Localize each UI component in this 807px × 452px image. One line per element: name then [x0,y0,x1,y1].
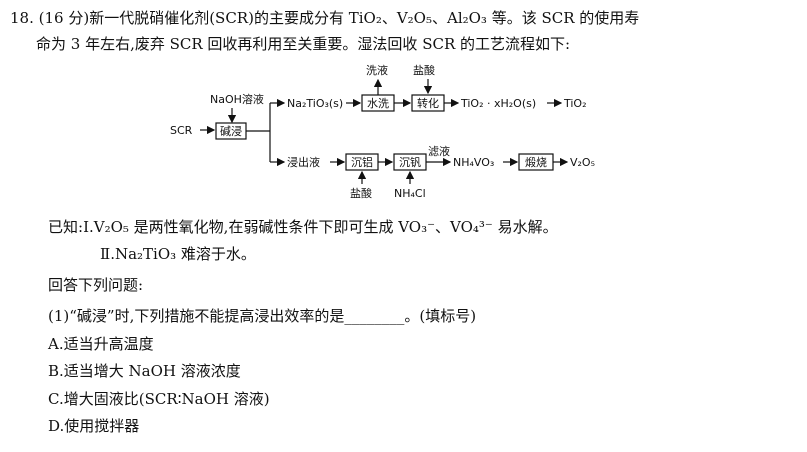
fc-tio2-hydrate: TiO₂ · xH₂O(s) [460,97,536,110]
fc-wash-liquid: 洗液 [366,63,388,77]
question-number: 18. [10,9,34,27]
fc-nh4vo3: NH₄VO₃ [453,156,494,169]
known-line1: 已知:Ⅰ.V₂O₅ 是两性氧化物,在弱碱性条件下即可生成 VO₃⁻、VO₄³⁻ … [48,217,558,237]
question-intro-line1: 新一代脱硝催化剂(SCR)的主要成分有 TiO₂、V₂O₅、Al₂O₃ 等。该 … [89,9,640,27]
fc-calcine: 煅烧 [525,155,547,169]
question-header: 18. (16 分)新一代脱硝催化剂(SCR)的主要成分有 TiO₂、V₂O₅、… [10,8,639,28]
option-a[interactable]: A.适当升高温度 [48,335,154,353]
known-label: 已知: [48,218,84,236]
sub-question-1: (1)“碱浸”时,下列措施不能提高浸出效率的是________。(填标号) [48,306,476,326]
fc-nh4cl: NH₄Cl [394,187,426,200]
fc-hcl-top: 盐酸 [413,63,435,77]
fc-alkali-leach: 碱浸 [220,125,242,138]
fc-precip-al: 沉铝 [351,155,373,169]
question-intro-line2: 命为 3 年左右,废弃 SCR 回收再利用至关重要。湿法回收 SCR 的工艺流程… [36,35,571,53]
fc-filtrate: 滤液 [428,144,450,158]
answer-prompt: 回答下列问题: [48,276,144,294]
fc-naoh: NaOH溶液 [210,92,264,106]
question-points: (16 分) [38,9,90,27]
fc-leachate: 浸出液 [287,155,320,169]
option-b[interactable]: B.适当增大 NaOH 溶液浓度 [48,362,241,380]
answer-blank[interactable]: ________ [344,307,405,325]
fc-scr: SCR [170,124,193,137]
option-c[interactable]: C.增大固液比(SCR∶NaOH 溶液) [48,390,270,408]
fc-precip-v: 沉钒 [399,155,421,169]
fc-na2tio3: Na₂TiO₃(s) [287,97,343,110]
fc-wash: 水洗 [367,97,389,110]
known-item2: Ⅱ.Na₂TiO₃ 难溶于水。 [100,245,256,263]
sub1-stem: (1)“碱浸”时,下列措施不能提高浸出效率的是 [48,307,345,325]
fc-convert: 转化 [417,96,439,110]
fc-v2o5: V₂O₅ [570,156,595,169]
option-d[interactable]: D.使用搅拌器 [48,417,140,435]
sub1-tail: 。(填标号) [404,307,477,325]
known-item1: Ⅰ.V₂O₅ 是两性氧化物,在弱碱性条件下即可生成 VO₃⁻、VO₄³⁻ 易水解… [83,218,558,236]
fc-hcl-bottom: 盐酸 [350,186,372,200]
fc-tio2: TiO₂ [563,97,587,110]
